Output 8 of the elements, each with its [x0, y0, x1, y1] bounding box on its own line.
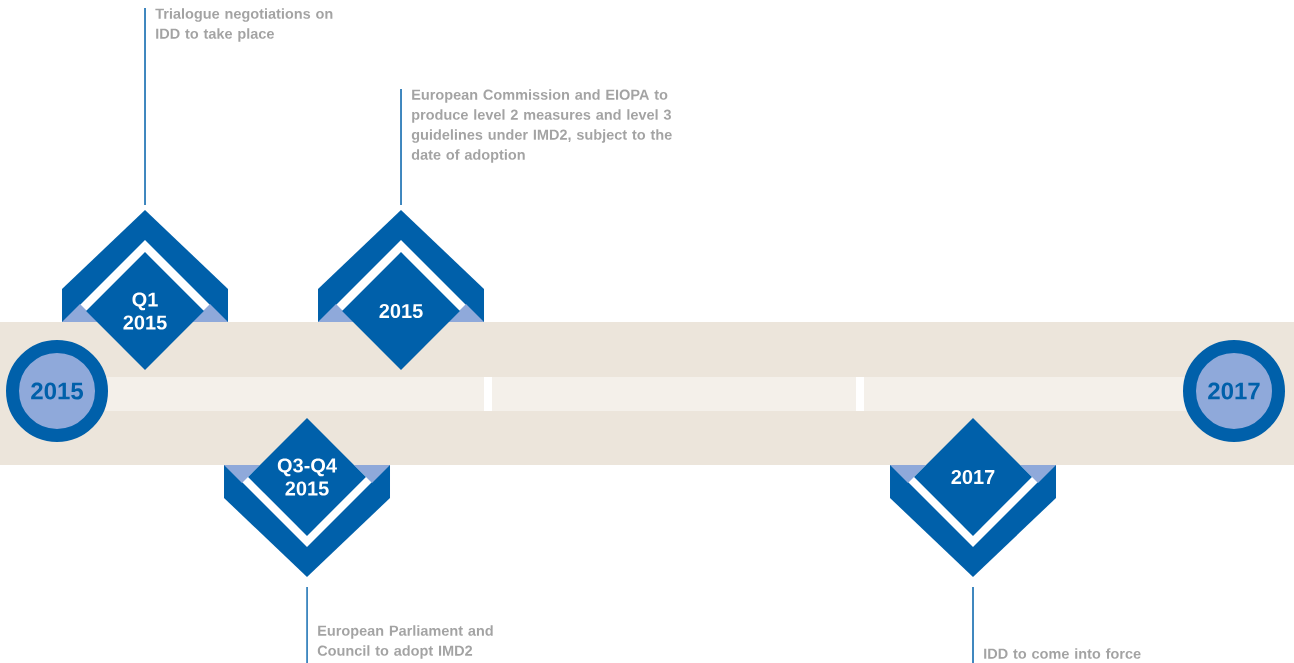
annotation-text: European Parliament and Council to adopt IMD2 — [317, 625, 493, 659]
leader-line — [306, 586, 308, 663]
annotation-text: European Commission and EIOPA to produce level 2 measures and level 3 guidelines under IMD2, subject to the date of adoption — [411, 89, 672, 163]
leader-line — [400, 88, 402, 206]
leader-line — [972, 586, 974, 663]
annotation-text: Trialogue negotiations on IDD to take place — [155, 8, 333, 42]
leader-line — [144, 7, 146, 206]
annotation-text: IDD to come into force — [984, 648, 1141, 659]
